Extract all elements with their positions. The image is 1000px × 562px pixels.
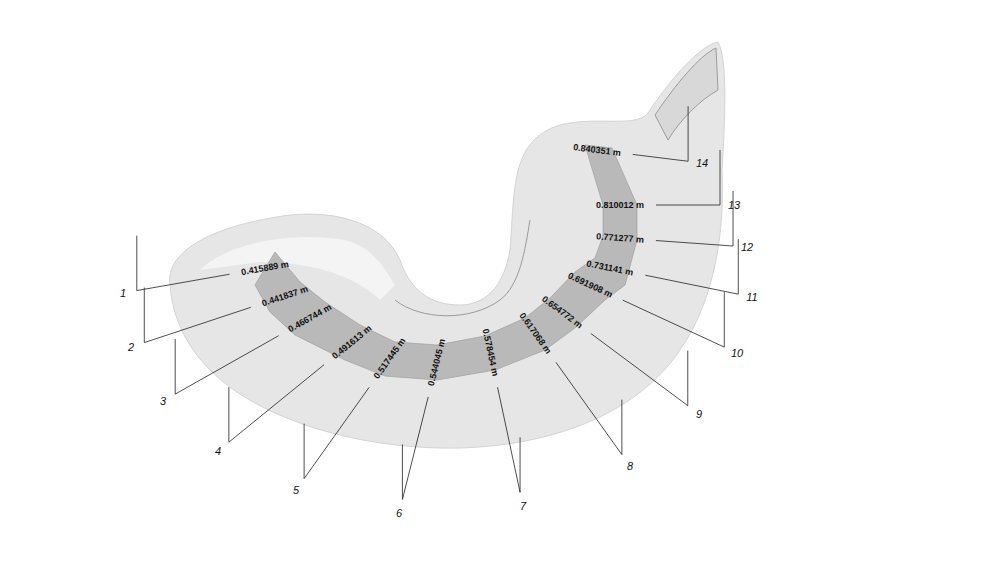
channel-surface	[170, 42, 725, 448]
section-frame	[591, 333, 688, 405]
section-number: 10	[731, 348, 743, 359]
width-dimension: 0.810012 m	[596, 201, 644, 210]
section-frame	[656, 191, 733, 246]
section-frame	[556, 362, 622, 454]
section-number: 8	[627, 461, 633, 472]
section-number: 4	[215, 446, 221, 457]
section-number: 1	[120, 288, 126, 299]
section-frame	[304, 387, 369, 478]
section-number: 3	[160, 396, 166, 407]
section-frame	[498, 387, 521, 492]
bank-edge	[395, 220, 530, 316]
section-number: 5	[293, 485, 299, 496]
section-number: 13	[728, 200, 740, 211]
section-number: 11	[746, 292, 757, 303]
section-frame	[623, 292, 725, 347]
section-frame	[645, 239, 738, 294]
section-frame	[175, 336, 278, 394]
section-frame	[144, 288, 251, 343]
section-frame	[633, 106, 688, 161]
upstream-wall	[655, 48, 718, 140]
section-number: 2	[128, 342, 134, 353]
section-number: 14	[696, 158, 708, 169]
section-frame	[402, 397, 428, 500]
section-number: 7	[520, 501, 526, 512]
section-number: 6	[396, 508, 402, 519]
section-frame	[229, 365, 324, 442]
section-frame	[137, 236, 230, 291]
section-number: 12	[741, 242, 753, 253]
section-number: 9	[696, 409, 702, 420]
